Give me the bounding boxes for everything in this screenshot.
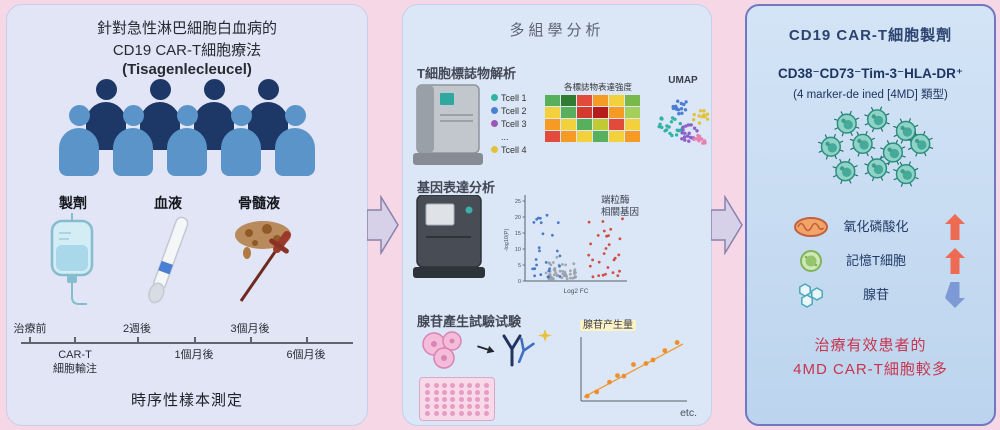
well-plate-icon	[419, 377, 495, 421]
sample-label-product: 製劑	[59, 195, 87, 211]
marker-section-label: T細胞標誌物解析	[417, 66, 516, 81]
left-title-line1: 針對急性淋巴細胞白血病的	[96, 20, 277, 37]
marker-phenotype-subline: (4 marker-de ined [4MD] 類型)	[793, 89, 948, 101]
timeline-tick	[74, 337, 76, 344]
sample-label-blood: 血液	[154, 195, 182, 211]
cell-culture-icon	[422, 331, 462, 369]
scatter-title-wrap: 腺苷产生量	[553, 315, 663, 333]
sequencer2-icon	[413, 195, 485, 278]
svg-text:5: 5	[518, 263, 521, 269]
volcano-annotation-line2: 相關基因	[601, 207, 640, 219]
svg-text:0: 0	[518, 279, 521, 285]
svg-text:-log10(P): -log10(P)	[504, 229, 510, 252]
assay-arrow-icon	[477, 345, 495, 354]
cart-cell-cluster-icon	[818, 106, 934, 187]
gene-section-label: 基因表達分析	[417, 180, 496, 195]
result-text-line2: 4MD CAR-T細胞較多	[793, 361, 948, 378]
antibody-icons	[502, 329, 552, 367]
mitochondria-icon	[791, 212, 831, 242]
volcano-annotation-line1: 端粒酶	[601, 195, 630, 206]
feature-label-oxphos: 氧化磷酸化	[843, 219, 909, 234]
up-arrow-icon	[945, 214, 965, 240]
feature-label-memory-tcell: 記憶T細胞	[846, 253, 906, 268]
timeline-label-3months: 3個月後	[230, 323, 270, 335]
flow-arrow-icon	[711, 195, 743, 255]
timeline-tick	[137, 337, 139, 344]
down-arrow-icon	[945, 282, 965, 308]
svg-text:10: 10	[515, 247, 521, 253]
result-text-line1: 治療有效患者的	[814, 337, 927, 354]
umap-title: UMAP	[668, 75, 698, 86]
timeline-caption: 時序性樣本測定	[130, 392, 243, 409]
svg-text:15: 15	[515, 231, 521, 237]
right-title: CD19 CAR-T細胞製劑	[788, 27, 953, 44]
marker-phenotype-line: CD38⁻CD73⁻Tim-3⁻HLA-DR⁺	[777, 66, 964, 81]
timeline-tick	[29, 337, 31, 344]
timeline-tick	[306, 337, 308, 344]
sample-label-marrow: 骨髓液	[238, 195, 280, 211]
volcano-annotation: 端粒酶 相關基因	[601, 195, 639, 220]
up-arrow-icon	[945, 248, 965, 274]
blood-sample-icon	[148, 216, 189, 304]
memory-tcell-icon	[791, 246, 831, 276]
timeline-label-2weeks: 2週後	[122, 323, 152, 335]
timeline-axis	[21, 342, 353, 344]
svg-text:20: 20	[515, 215, 521, 221]
feature-row-oxphos: 氧化磷酸化	[747, 212, 994, 242]
flow-arrow-icon	[367, 195, 399, 255]
heatmap-title: 各標誌物表達強度	[563, 82, 632, 92]
middle-title: 多組學分析	[509, 22, 605, 39]
timeline-label-infusion: CAR-T 細胞輸注	[53, 349, 97, 376]
left-title-line3: (Tisagenlecleucel)	[122, 61, 252, 78]
panel-cart-therapy: 針對急性淋巴細胞白血病的 CD19 CAR-T細胞療法 (Tisagenlecl…	[6, 4, 368, 426]
feature-row-adenosine: 腺苷	[747, 280, 994, 310]
svg-text:25: 25	[515, 199, 521, 205]
timeline-label-pretreatment: 治療前	[13, 323, 47, 335]
timeline-tick	[250, 337, 252, 344]
panel-cart-product: CD19 CAR-T細胞製劑 CD38⁻CD73⁻Tim-3⁻HLA-DR⁺ (…	[745, 4, 996, 426]
feature-row-memory-tcell: 記憶T細胞	[747, 246, 994, 276]
iv-bag-icon	[50, 213, 94, 305]
timeline-label-1month: 1個月後	[174, 349, 214, 361]
volcano-plot: 0 5 10 15 20 25 -log10(P) Log2 FC	[504, 195, 627, 295]
svg-text:Log2 FC: Log2 FC	[564, 288, 589, 295]
feature-label-adenosine: 腺苷	[862, 287, 889, 302]
etc-label: etc.	[680, 407, 697, 419]
bone-marrow-needle-icon	[235, 221, 291, 302]
adenosine-scatter-plot	[580, 337, 687, 402]
scatter-title: 腺苷产生量	[580, 320, 636, 331]
patient-crowd-icon	[17, 79, 357, 183]
left-title-line2: CD19 CAR-T細胞療法	[112, 42, 262, 59]
enzyme-star-icon	[538, 329, 552, 342]
timeline-label-6months: 6個月後	[286, 349, 326, 361]
heatmap-grid	[545, 95, 640, 142]
adenosine-section-label: 腺苷產生試驗试験	[417, 314, 522, 329]
timeline-tick	[194, 337, 196, 344]
umap-plot	[657, 99, 710, 145]
adenosine-molecule-icon	[791, 280, 831, 310]
sequencer-icon	[413, 84, 483, 165]
